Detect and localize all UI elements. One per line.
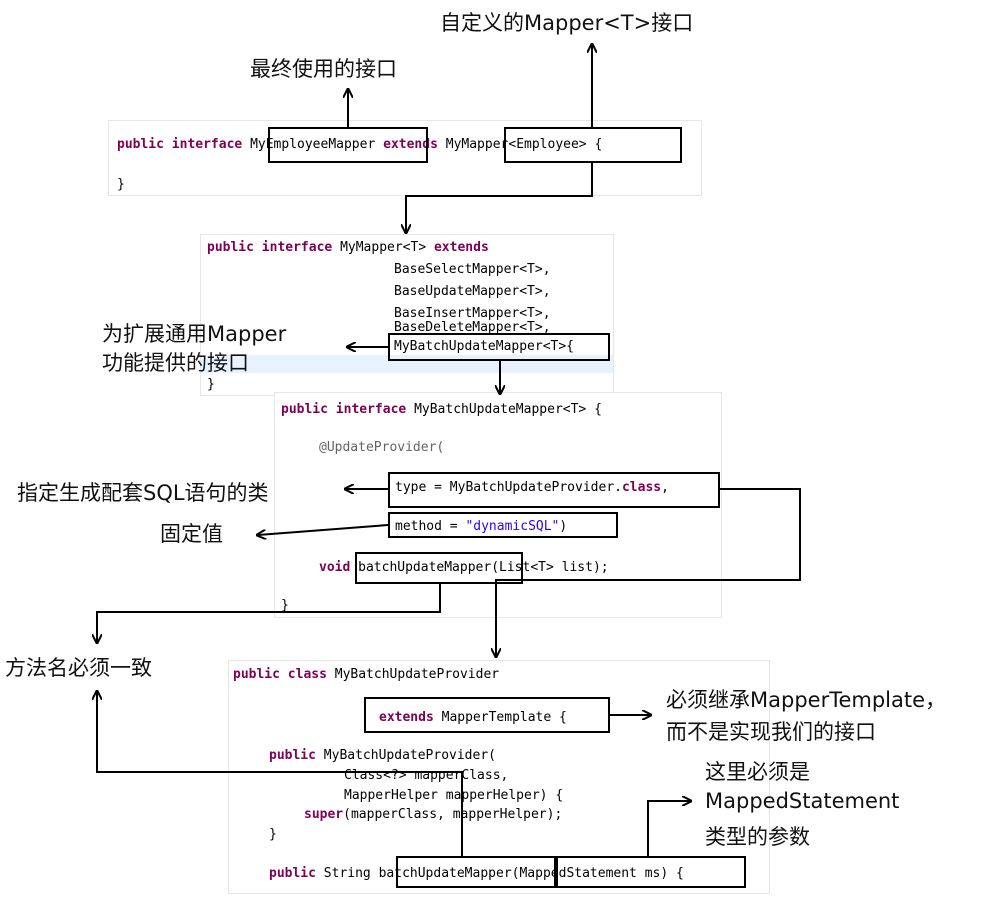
label-must-extend-2: 而不是实现我们的接口 (666, 720, 876, 744)
box-mapped-statement (556, 856, 746, 888)
label-method-name-match: 方法名必须一致 (5, 656, 152, 680)
arrow-to-fixed-value (258, 524, 389, 535)
box-employee-mapper (268, 127, 428, 163)
code-line-close: } (207, 377, 215, 392)
code-line-insert: BaseInsertMapper<T>, (394, 306, 551, 321)
code-line-interface: public interface MyBatchUpdateMapper<T> … (281, 401, 602, 418)
code-line-mymapper: public interface MyMapper<T> extends (207, 239, 489, 256)
brace: { (676, 866, 684, 881)
parent-interface: MyMapper<Employee> (445, 137, 587, 152)
code-line-method: public String batchUpdateMapper(MappedSt… (269, 865, 684, 882)
interface-name: MyEmployeeMapper (250, 137, 376, 152)
keyword: public interface (281, 402, 407, 417)
code-line-employee-mapper: public interface MyEmployeeMapper extend… (117, 136, 602, 153)
code-line-super: super(mapperClass, mapperHelper); (304, 806, 562, 823)
code-line-type: type = MyBatchUpdateProvider.class, (395, 479, 669, 496)
type-end: , (661, 480, 669, 495)
label-custom-mapper: 自定义的Mapper<T>接口 (440, 11, 694, 35)
method-eq: method = (395, 519, 466, 534)
keyword-class: class (621, 480, 662, 495)
code-line-annotation: @UpdateProvider( (319, 440, 445, 455)
method-end: ) (559, 519, 568, 534)
keyword-extends: extends (379, 710, 434, 725)
keyword-public: public (269, 748, 316, 763)
method-value: "dynamicSQL" (465, 519, 560, 534)
label-fixed-value: 固定值 (160, 522, 223, 546)
code-line-ctor-arg2: MapperHelper mapperHelper) { (344, 788, 564, 803)
code-line-class: public class MyBatchUpdateProvider (233, 666, 499, 683)
keyword: public interface (207, 240, 333, 255)
code-panel-employee-mapper: public interface MyEmployeeMapper extend… (108, 120, 702, 196)
box-batch-update-mapper-ext (388, 333, 610, 361)
method-args: (MappedStatement ms) (511, 866, 669, 881)
code-panel-mymapper: public interface MyMapper<T> extends Bas… (200, 234, 614, 396)
interface-name: MyMapper<T> (340, 240, 427, 255)
label-final-interface: 最终使用的接口 (250, 57, 397, 81)
keyword-extends: extends (383, 137, 438, 152)
return-type: String (323, 866, 371, 881)
code-line-batch: MyBatchUpdateMapper<T>{ (394, 339, 575, 354)
code-line-delete: BaseDeleteMapper<T>, (394, 320, 551, 335)
method-name: batchUpdateMapper (358, 560, 492, 575)
code-line-update: BaseUpdateMapper<T>, (394, 284, 551, 299)
box-method-name-mapper (355, 552, 523, 584)
super-args: (mapperClass, mapperHelper); (343, 807, 563, 822)
code-line-extends: extends MapperTemplate { (379, 709, 567, 726)
code-line-ctor: public MyBatchUpdateProvider( (269, 747, 496, 764)
box-method-dynamic (388, 512, 618, 538)
class-name: MyBatchUpdateProvider (334, 667, 500, 682)
code-panel-provider: public class MyBatchUpdateProvider exten… (228, 660, 770, 894)
label-must-be-3: 类型的参数 (705, 825, 810, 849)
arrow-provider-to-method-name-match (97, 692, 463, 856)
brace: { (594, 137, 603, 152)
label-specify-class: 指定生成配套SQL语句的类 (17, 481, 269, 505)
extends-name: MapperTemplate { (441, 710, 567, 725)
code-line-void: void batchUpdateMapper(List<T> list); (319, 559, 609, 576)
code-line-close: } (281, 598, 289, 613)
type-text: type = MyBatchUpdateProvider. (395, 480, 622, 495)
box-type-class (388, 472, 720, 508)
keyword-super: super (304, 807, 344, 822)
keyword-void: void (319, 560, 351, 575)
keyword-extends: extends (433, 240, 489, 255)
arrow-to-mymapper (406, 163, 593, 232)
arrow-type-to-provider (496, 488, 801, 656)
code-line-select: BaseSelectMapper<T>, (394, 262, 551, 277)
method-name: batchUpdateMapper (378, 866, 512, 881)
arrow-to-must-be (647, 801, 690, 856)
ctor-name: MyBatchUpdateProvider( (323, 748, 496, 763)
box-extends-template (364, 697, 610, 733)
box-method-name-provider (396, 856, 556, 888)
keyword: public interface (117, 137, 243, 152)
interface-name: MyBatchUpdateMapper<T> { (414, 402, 602, 417)
box-mymapper-employee (504, 127, 682, 163)
code-line-close: } (117, 177, 125, 192)
label-must-be-2: MappedStatement (705, 789, 900, 813)
label-must-extend: 必须继承MapperTemplate， (666, 688, 947, 712)
code-line-method: method = "dynamicSQL") (395, 518, 567, 535)
label-must-be: 这里必须是 (705, 760, 810, 784)
label-extend-mapper: 为扩展通用Mapper (102, 322, 287, 346)
label-extend-mapper-2: 功能提供的接口 (102, 351, 249, 375)
keyword-public: public (269, 866, 316, 881)
keyword: public class (233, 667, 327, 682)
arrow-to-method-name-match (97, 584, 441, 642)
code-line-ctor-close: } (269, 827, 277, 842)
